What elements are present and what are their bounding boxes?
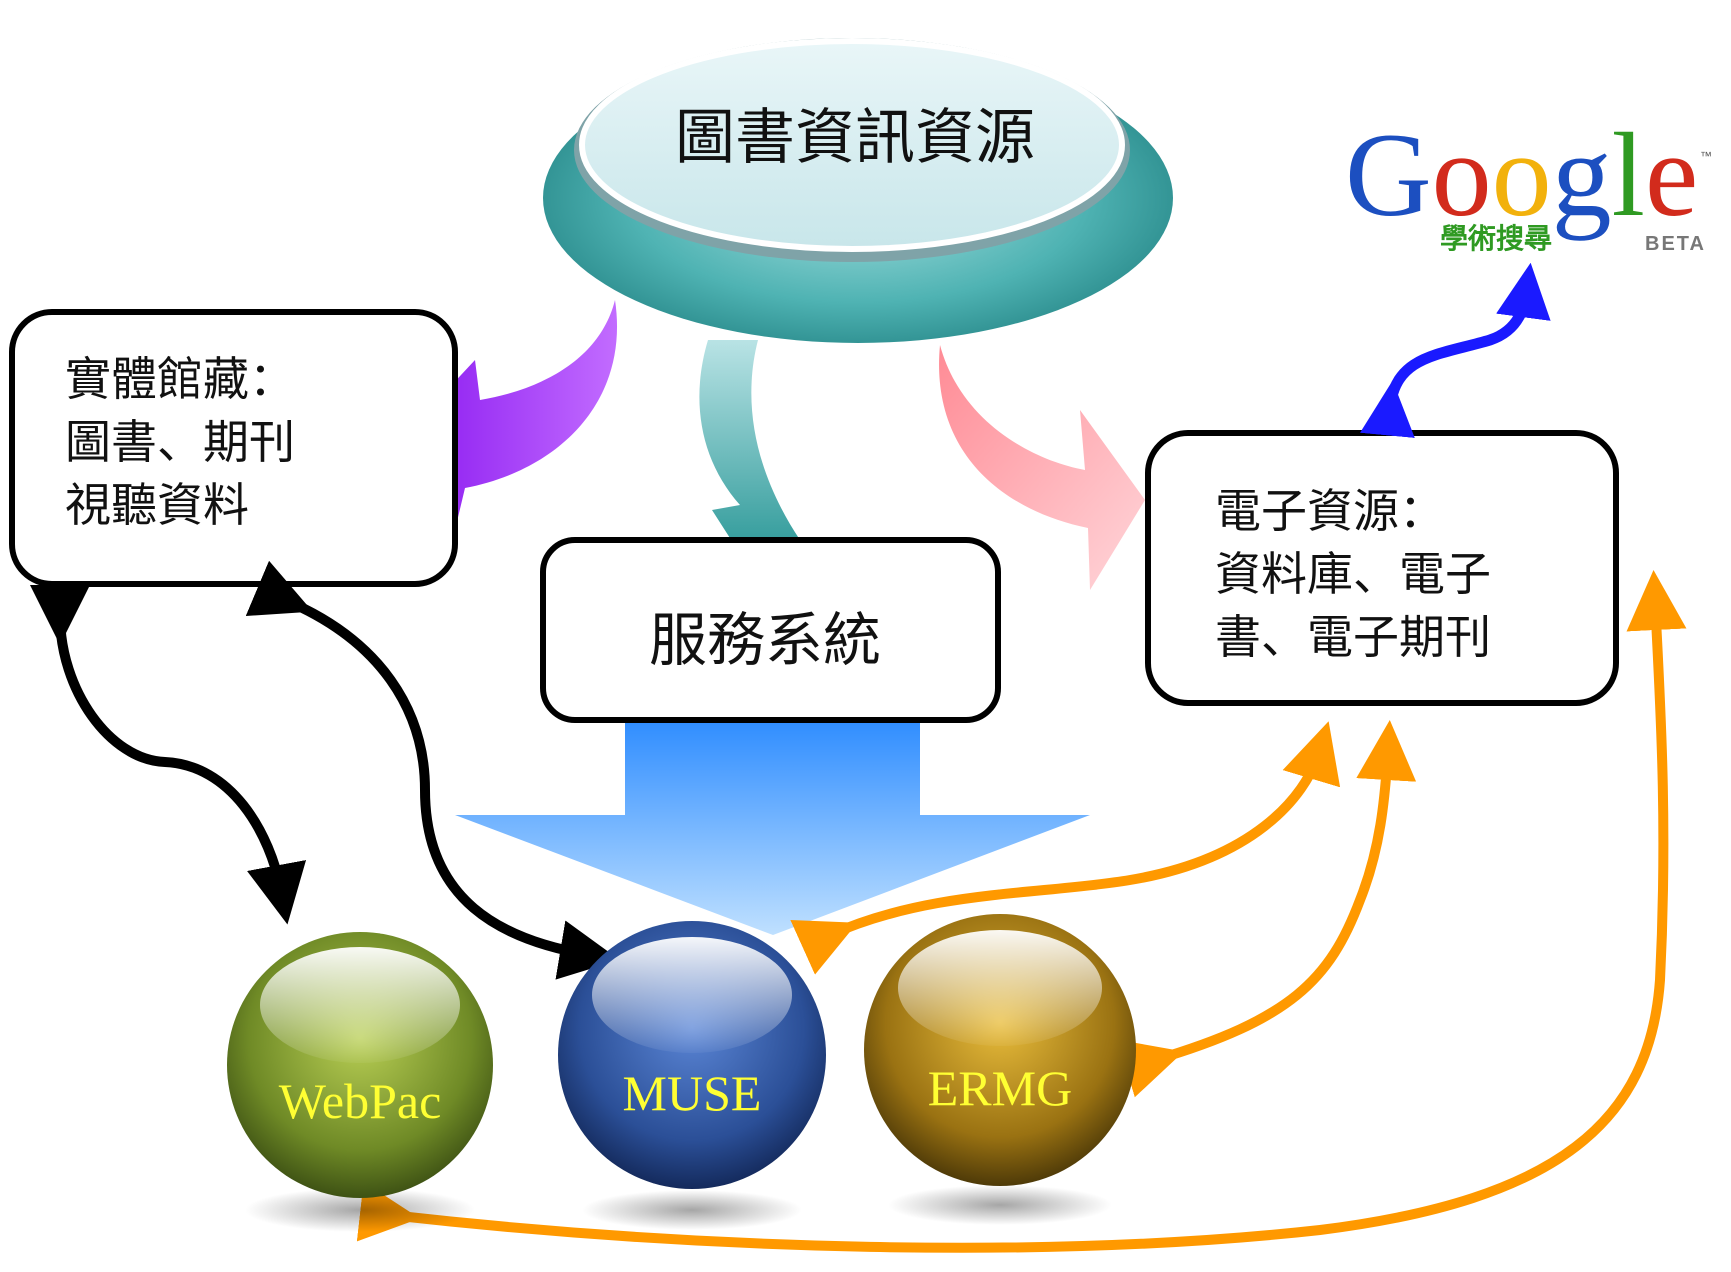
google-subtitle: 學術搜尋 (1440, 222, 1552, 255)
top-node-label: 圖書資訊資源 (675, 103, 1035, 173)
orange-arrow-ermg-eresource (1117, 720, 1417, 1098)
eresource-line-3: 書、電子期刊 (1215, 610, 1491, 664)
google-tm: ™ (1700, 149, 1712, 163)
physical-line-2: 圖書、期刊 (65, 415, 295, 469)
blue-double-arrow (1360, 262, 1551, 438)
sphere-webpac-label: WebPac (279, 1073, 442, 1129)
sphere-muse-label: MUSE (623, 1065, 762, 1121)
sphere-webpac: WebPac (227, 932, 493, 1232)
sphere-ermg: ERMG (864, 914, 1136, 1225)
e-resource-box: 電子資源： 資料庫、電子 書、電子期刊 (1145, 430, 1619, 706)
purple-arrow (405, 300, 618, 530)
physical-line-1: 實體館藏： (65, 352, 295, 406)
teal-arrow (699, 340, 822, 585)
physical-collection-box: 實體館藏： 圖書、期刊 視聽資料 (9, 309, 458, 587)
pink-arrow (939, 345, 1145, 590)
service-label: 服務系統 (649, 606, 881, 674)
top-node: 圖書資訊資源 (543, 38, 1173, 343)
sphere-ermg-label: ERMG (928, 1060, 1072, 1116)
google-beta: BETA (1645, 233, 1706, 255)
big-down-arrow (455, 720, 1090, 935)
service-system-box: 服務系統 (540, 537, 1001, 723)
google-wordmark: Google (1345, 108, 1698, 241)
sphere-muse: MUSE (558, 921, 826, 1230)
eresource-line-2: 資料庫、電子 (1215, 547, 1491, 601)
eresource-line-1: 電子資源： (1215, 484, 1445, 538)
google-scholar-logo: Google ™ 學術搜尋 BETA (1345, 108, 1712, 255)
physical-line-3: 視聽資料 (65, 478, 249, 532)
black-arrow-physical-webpac (29, 584, 307, 925)
orange-arrow-webpac-eresource (356, 570, 1687, 1253)
